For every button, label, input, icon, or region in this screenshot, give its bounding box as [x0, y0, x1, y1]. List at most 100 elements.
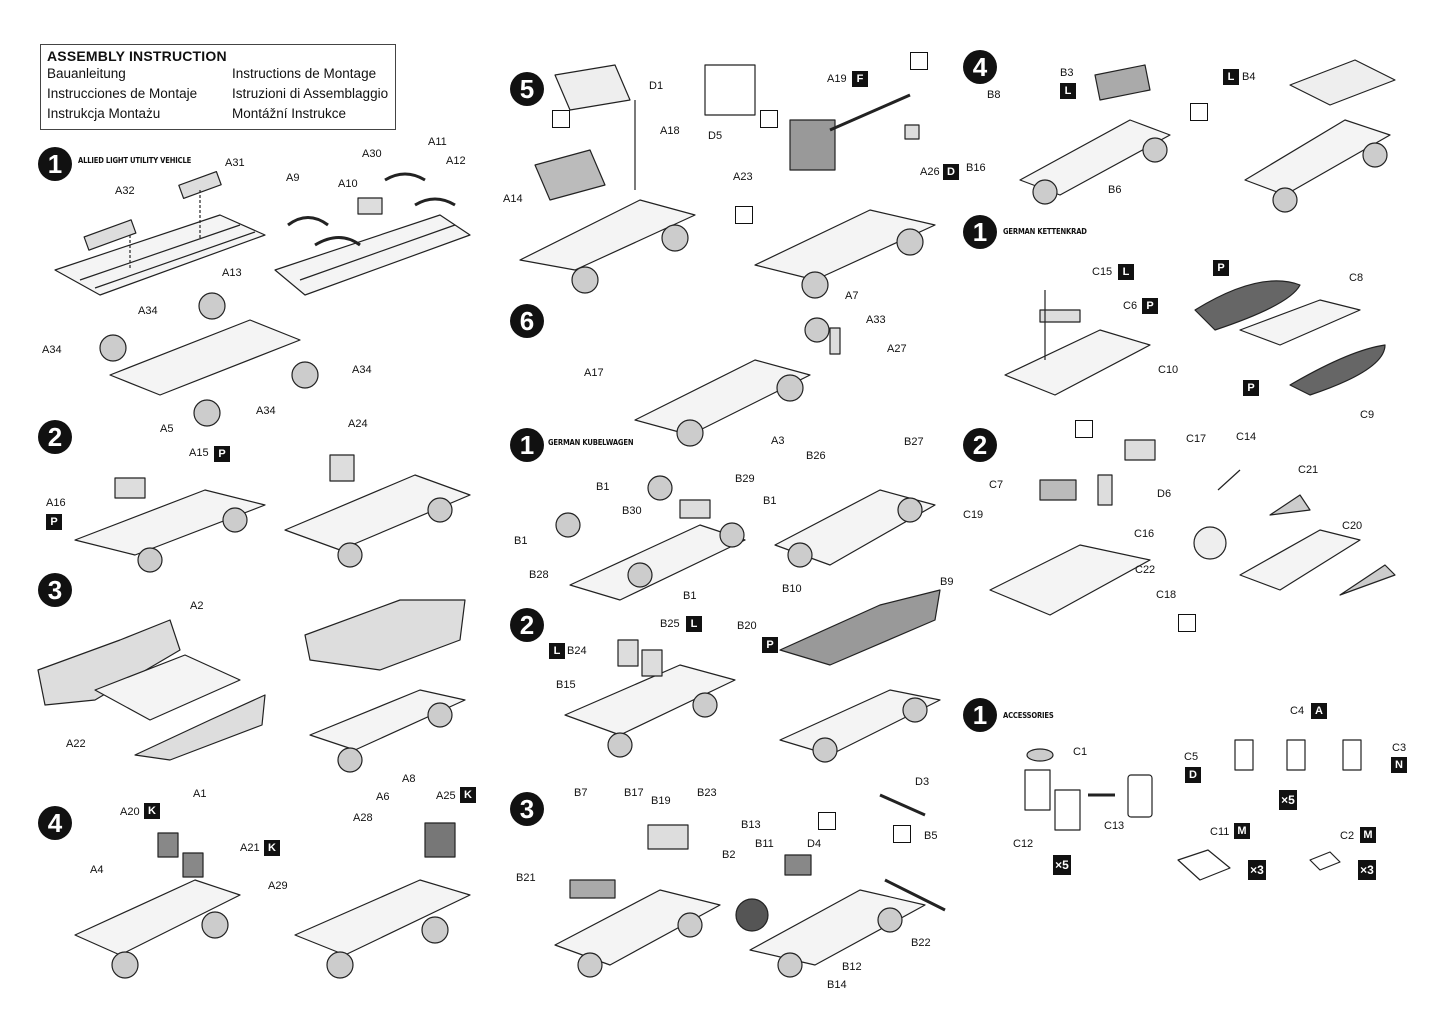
- part-label: A5: [160, 423, 174, 435]
- ketten-step2-drawing-2: [1193, 469, 1396, 596]
- step-number: 1: [510, 428, 544, 462]
- ketten-step1-drawing-1: [1004, 290, 1151, 396]
- part-label: B26: [806, 450, 826, 462]
- part-label: B12: [842, 961, 862, 973]
- paint-code-badge: P: [1142, 298, 1158, 314]
- allied-step4-drawing-2: [294, 822, 471, 979]
- part-label: B24: [567, 645, 587, 657]
- section-kettenkrad: GERMAN KETTENKRAD: [1003, 227, 1087, 236]
- paint-code-badge: L: [1118, 264, 1134, 280]
- part-label: C6: [1123, 300, 1138, 312]
- part-label: B13: [741, 819, 761, 831]
- kubel-step3-drawing-2: [735, 793, 946, 978]
- part-label: B5: [924, 830, 938, 842]
- part-label: A15: [189, 447, 209, 459]
- paint-code-badge: P: [1213, 260, 1229, 276]
- part-label: A13: [222, 267, 242, 279]
- part-label: B29: [735, 473, 755, 485]
- header-lang-it: Istruzioni di Assemblaggio: [232, 86, 389, 101]
- part-label: C9: [1360, 409, 1375, 421]
- paint-code-badge: M: [1234, 823, 1250, 839]
- do-not-glue-icon: [818, 812, 836, 830]
- part-label: A23: [733, 171, 753, 183]
- part-label: A12: [446, 155, 466, 167]
- quantity-multiplier: ×5: [1053, 855, 1071, 875]
- paint-code-badge: K: [460, 787, 476, 803]
- paint-code-badge: P: [46, 514, 62, 530]
- paint-code-badge: F: [852, 71, 868, 87]
- part-label: B15: [556, 679, 576, 691]
- part-label: A34: [138, 305, 158, 317]
- allied-chassis-wheels-drawing: [99, 292, 319, 427]
- part-label: B4: [1242, 71, 1256, 83]
- section-kubelwagen: GERMAN KUBELWAGEN: [548, 438, 634, 447]
- header-lang-fr: Instructions de Montage: [232, 66, 377, 81]
- step-number: 1: [963, 698, 997, 732]
- part-label: A19: [827, 73, 847, 85]
- paint-code-badge: M: [1360, 827, 1376, 843]
- part-label: B6: [1108, 184, 1122, 196]
- part-label: A8: [402, 773, 416, 785]
- part-label: A16: [46, 497, 66, 509]
- section-allied-vehicle: ALLIED LIGHT UTILITY VEHICLE: [78, 156, 192, 165]
- part-label: D6: [1157, 488, 1172, 500]
- ketten-step2-drawing-1: [989, 439, 1156, 616]
- part-label: A26: [920, 166, 940, 178]
- step-number: 1: [38, 147, 72, 181]
- part-label: C14: [1236, 431, 1257, 443]
- do-not-glue-icon: [1178, 614, 1196, 632]
- part-label: C10: [1158, 364, 1179, 376]
- kubel-step2-drawing-2: [779, 589, 941, 763]
- part-label: A3: [771, 435, 785, 447]
- kubel-step1-drawing-1: [555, 475, 746, 601]
- kubel-step4-drawing-2: [1244, 59, 1396, 213]
- allied-step5-drawing-2: [704, 64, 936, 299]
- part-label: C4: [1290, 705, 1305, 717]
- header-lang-cz: Montážní Instrukce: [232, 106, 347, 121]
- part-label: B3: [1060, 67, 1074, 79]
- part-label: C22: [1135, 564, 1156, 576]
- part-label: B1: [683, 590, 697, 602]
- part-label: C1: [1073, 746, 1088, 758]
- part-label: B1: [596, 481, 610, 493]
- header-lang-es: Instrucciones de Montaje: [47, 86, 198, 101]
- part-label: B23: [697, 787, 717, 799]
- part-label: A20: [120, 806, 140, 818]
- part-label: A31: [225, 157, 245, 169]
- do-not-glue-icon: [735, 206, 753, 224]
- part-label: B7: [574, 787, 588, 799]
- allied-step4-drawing-1: [74, 832, 241, 979]
- part-label: B1: [514, 535, 528, 547]
- part-label: B17: [624, 787, 644, 799]
- part-label: C11: [1210, 826, 1230, 838]
- part-label: C18: [1156, 589, 1177, 601]
- decal-icon: [760, 110, 778, 128]
- kubel-step4-drawing-1: [1019, 64, 1171, 205]
- allied-chassis-drawing-2: [274, 172, 471, 296]
- paint-code-badge: L: [549, 643, 565, 659]
- part-label: A33: [866, 314, 886, 326]
- step-number: 3: [38, 573, 72, 607]
- header-lang-pl: Instrukcja Montażu: [47, 106, 161, 121]
- step-number: 6: [510, 304, 544, 338]
- paint-code-badge: K: [144, 803, 160, 819]
- part-label: A21: [240, 842, 260, 854]
- part-label: C12: [1013, 838, 1034, 850]
- allied-step3-drawing-1: [37, 619, 266, 761]
- part-label: A18: [660, 125, 680, 137]
- part-label: C15: [1092, 266, 1113, 278]
- part-label: B2: [722, 849, 736, 861]
- part-label: B10: [782, 583, 802, 595]
- part-label: D4: [807, 838, 822, 850]
- decal-icon: [893, 825, 911, 843]
- paint-code-badge: D: [943, 164, 959, 180]
- part-label: A17: [584, 367, 604, 379]
- part-label: C21: [1298, 464, 1319, 476]
- part-label: B14: [827, 979, 847, 991]
- kubel-step3-drawing-1: [554, 824, 721, 978]
- section-accessories: ACCESSORIES: [1003, 711, 1054, 720]
- paint-code-badge: P: [1243, 380, 1259, 396]
- part-label: A4: [90, 864, 104, 876]
- part-label: B28: [529, 569, 549, 581]
